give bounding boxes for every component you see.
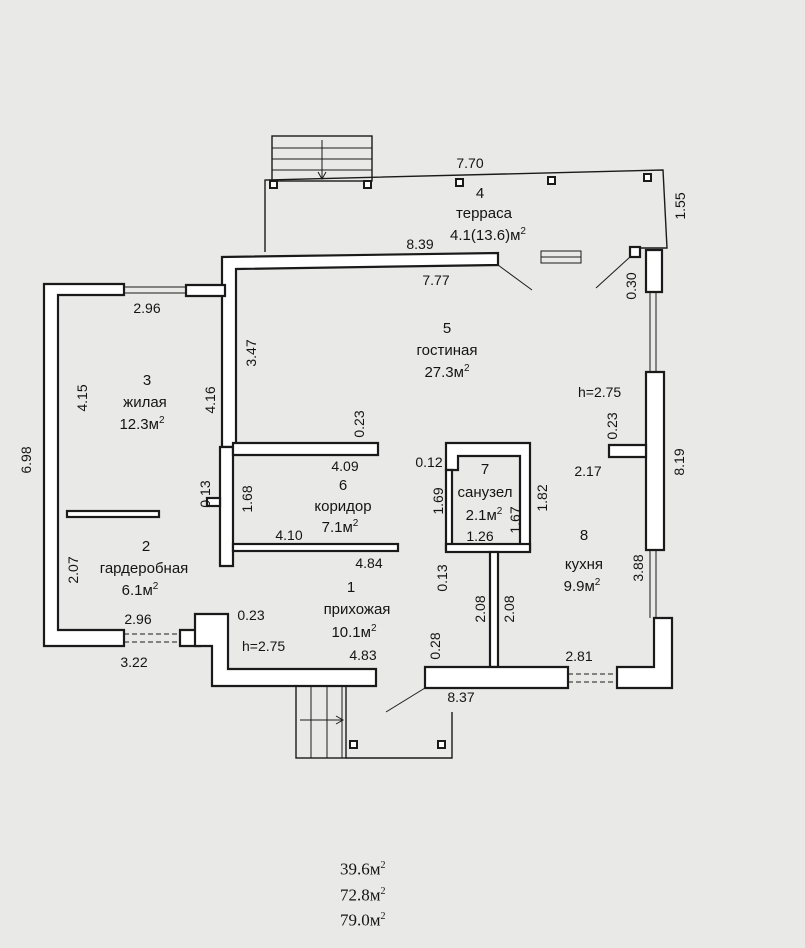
- dimension-label: 0.30: [623, 272, 639, 299]
- dimension-label: 1.55: [672, 192, 688, 219]
- room-6-number: 6: [339, 477, 347, 494]
- dimension-label: 8.39: [406, 236, 433, 252]
- terrace-post: [547, 176, 556, 185]
- dimension-label: 3.22: [120, 654, 147, 670]
- room-4-name: терраса: [456, 205, 513, 222]
- dimension-label: 1.26: [466, 528, 493, 544]
- dimension-label: 2.96: [124, 611, 151, 627]
- area-exponent: 2: [497, 506, 503, 517]
- room-2-area: 6.1м: [122, 582, 153, 599]
- room-8-area: 9.9м: [564, 578, 595, 595]
- dimension-label: 2.07: [65, 556, 81, 583]
- dimension-label: 4.15: [74, 384, 90, 411]
- room-5-height: h=2.75: [578, 384, 621, 400]
- room-7-number: 7: [481, 461, 489, 478]
- porch-post: [349, 740, 358, 749]
- dimension-label: 4.10: [275, 527, 302, 543]
- dimension-label: 0.13: [434, 564, 450, 591]
- dimension-label: 2.08: [501, 595, 517, 622]
- dimension-label: 0.23: [351, 410, 367, 437]
- room-2-name: гардеробная: [100, 560, 189, 577]
- dimension-label: 0.23: [237, 607, 264, 623]
- terrace-post: [643, 173, 652, 182]
- dimension-label: 2.96: [133, 300, 160, 316]
- dimension-label: 1.68: [239, 485, 255, 512]
- dimensions: 7.70 1.55 8.39 7.77 0.30 2.96 3.47 4.15 …: [18, 155, 688, 705]
- room-2-number: 2: [142, 538, 150, 555]
- svg-text:27.3м2: 27.3м2: [424, 363, 470, 381]
- entrance-steps: [295, 685, 453, 759]
- svg-text:12.3м2: 12.3м2: [119, 415, 165, 433]
- room-1-number: 1: [347, 579, 355, 596]
- dimension-label: 0.12: [415, 454, 442, 470]
- doors: [124, 256, 631, 713]
- dimension-label: 4.84: [355, 555, 382, 571]
- terrace-post: [269, 180, 278, 189]
- room-4-area: 4.1(13.6)м: [450, 227, 520, 244]
- svg-text:2.1м2: 2.1м2: [466, 506, 503, 524]
- dimension-label: 1.67: [507, 506, 523, 533]
- terrace-post: [455, 178, 464, 187]
- dimension-label: 0.23: [604, 412, 620, 439]
- dimension-label: 8.37: [447, 689, 474, 705]
- svg-text:9.9м2: 9.9м2: [564, 577, 601, 595]
- area-exponent: 2: [464, 363, 470, 374]
- dimension-label: 3.47: [243, 339, 259, 366]
- dimension-label: 7.77: [422, 272, 449, 288]
- room-7-name: санузел: [458, 484, 513, 501]
- dimension-label: 1.69: [430, 487, 446, 514]
- total-area-line: 79.0м2: [340, 910, 386, 930]
- dimension-label: 7.70: [456, 155, 483, 171]
- total-area-line: 39.6м2: [340, 859, 386, 879]
- terrace-steps: [271, 135, 373, 182]
- room-3-name: жилая: [123, 394, 167, 411]
- area-exponent: 2: [371, 623, 377, 634]
- svg-text:4.1(13.6)м2: 4.1(13.6)м2: [450, 226, 526, 244]
- area-exponent: 2: [595, 577, 601, 588]
- area-totals: 39.6м2 72.8м2 79.0м2: [340, 855, 430, 932]
- dimension-label: 3.88: [630, 554, 646, 581]
- total-area-line: 72.8м2: [340, 885, 386, 905]
- dimension-label: 2.17: [574, 463, 601, 479]
- area-exponent: 2: [520, 226, 526, 237]
- area-exponent: 2: [153, 581, 159, 592]
- area-exponent: 2: [353, 518, 359, 529]
- room-3-area: 12.3м: [119, 416, 159, 433]
- dimension-label: 4.83: [349, 647, 376, 663]
- room-7-area: 2.1м: [466, 507, 497, 524]
- dimension-label: 1.82: [534, 484, 550, 511]
- dimension-label: 6.98: [18, 446, 34, 473]
- room-1-name: прихожая: [324, 601, 391, 618]
- room-5-name: гостиная: [417, 342, 478, 359]
- terrace-post: [363, 180, 372, 189]
- windows: [124, 250, 657, 618]
- dimension-label: 4.16: [202, 386, 218, 413]
- dimension-label: 8.19: [671, 448, 687, 475]
- room-1-area: 10.1м: [331, 624, 371, 641]
- room-labels: 4 терраса 4.1(13.6)м2 5 гостиная 27.3м2 …: [100, 185, 622, 654]
- room-5-area: 27.3м: [424, 364, 464, 381]
- svg-text:6.1м2: 6.1м2: [122, 581, 159, 599]
- porch-post: [437, 740, 446, 749]
- area-exponent: 2: [159, 415, 165, 426]
- room-8-name: кухня: [565, 556, 603, 573]
- walls: [42, 245, 674, 690]
- room-4-number: 4: [476, 185, 484, 202]
- terrace: [264, 135, 668, 252]
- room-6-area: 7.1м: [322, 519, 353, 536]
- room-6-name: коридор: [314, 498, 371, 515]
- svg-text:7.1м2: 7.1м2: [322, 518, 359, 536]
- room-1-height: h=2.75: [242, 638, 285, 654]
- dimension-label: 2.08: [472, 595, 488, 622]
- dimension-label: 0.13: [197, 480, 213, 507]
- room-5-number: 5: [443, 320, 451, 337]
- svg-text:10.1м2: 10.1м2: [331, 623, 377, 641]
- dimension-label: 2.81: [565, 648, 592, 664]
- dimension-label: 4.09: [331, 458, 358, 474]
- dimension-label: 0.28: [427, 632, 443, 659]
- room-8-number: 8: [580, 527, 588, 544]
- room-3-number: 3: [143, 372, 151, 389]
